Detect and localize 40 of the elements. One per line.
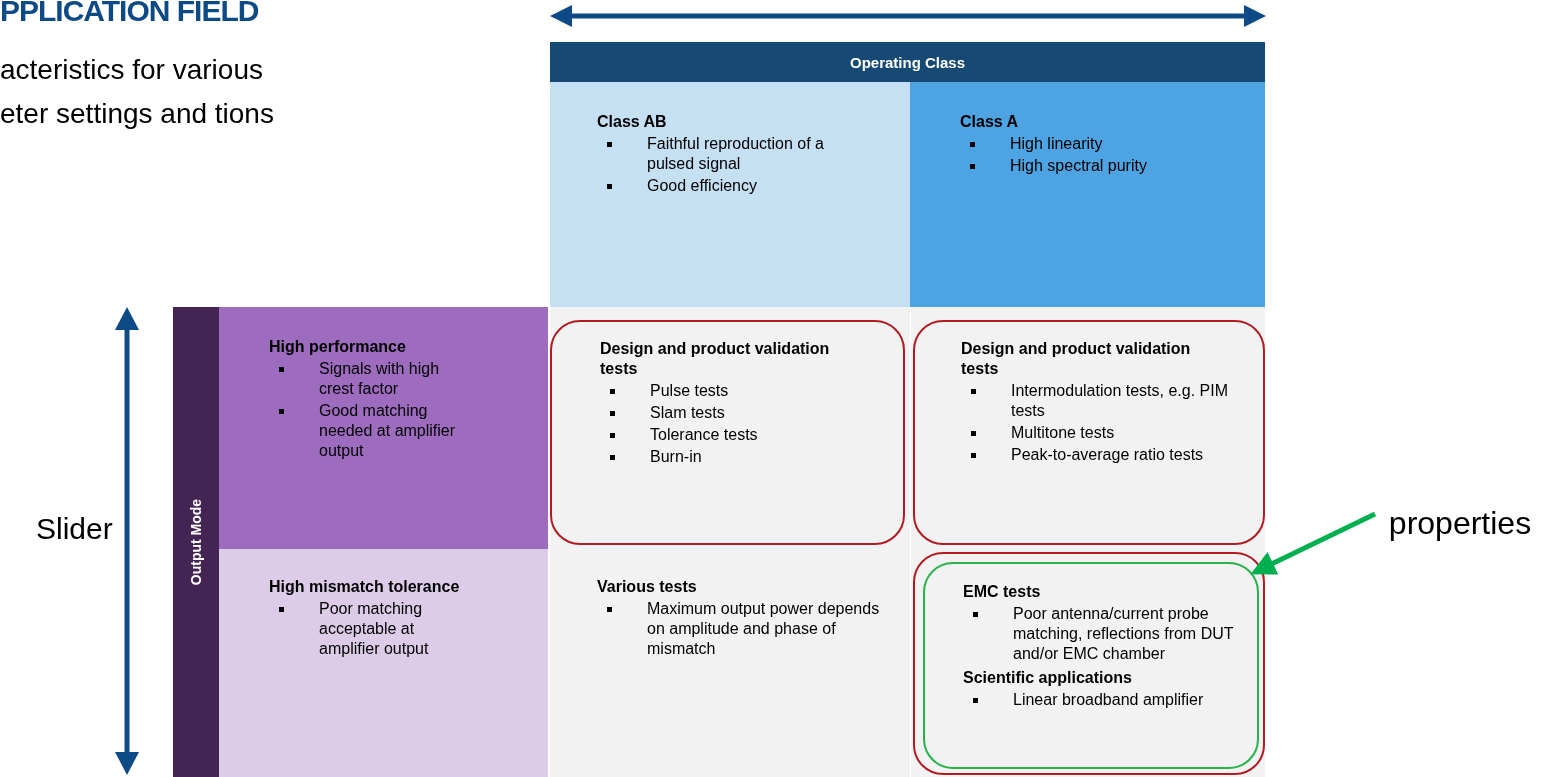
bullet-item: Signals with high crest factor — [319, 359, 441, 399]
matrix-cell — [219, 307, 548, 549]
bullet-item: Good efficiency — [647, 176, 758, 196]
bullet-item: Poor antenna/current probe matching, reflections from DUT and/or EMC chamber — [1013, 604, 1235, 664]
matrix-cell — [550, 551, 910, 777]
bullet-item: Tolerance tests — [650, 425, 759, 445]
cell-heading: Design and product validation tests — [961, 339, 1191, 379]
cell-heading: Class AB — [597, 112, 668, 132]
bullet-item: Peak-to-average ratio tests — [1011, 445, 1205, 465]
cell-heading: EMC tests — [963, 582, 1042, 602]
bullet-item: Multitone tests — [1011, 423, 1116, 443]
page-title: PPLICATION FIELD — [0, 0, 259, 28]
bullet-item: Pulse tests — [650, 381, 730, 401]
bullet-item: High spectral purity — [1010, 156, 1148, 176]
rounded-box — [913, 320, 1265, 545]
header-bar: Operating Class — [550, 42, 1265, 82]
cell-heading: High mismatch tolerance — [269, 577, 461, 597]
matrix-cell — [910, 82, 1265, 307]
bullet-item: Poor matching acceptable at amplifier output — [319, 599, 430, 659]
cell-heading: Various tests — [597, 577, 698, 597]
cell-heading: Scientific applications — [963, 668, 1133, 688]
bar-label: Output Mode — [188, 498, 204, 586]
axis-label: Slider — [36, 512, 113, 546]
bullet-item: Good matching needed at amplifier output — [319, 401, 457, 461]
cell-heading: High performance — [269, 337, 407, 357]
bullet-item: Burn-in — [650, 447, 703, 467]
bullet-item: Linear broadband amplifier — [1013, 690, 1205, 710]
bullet-item: High linearity — [1010, 134, 1104, 154]
bullet-item: Maximum output power depends on amplitude and phase of mismatch — [647, 599, 880, 659]
matrix-cell — [219, 549, 548, 777]
cell-heading: Design and product validation tests — [600, 339, 830, 379]
bullet-item: Faithful reproduction of a pulsed signal — [647, 134, 825, 174]
bullet-item: Intermodulation tests, e.g. PIM tests — [1011, 381, 1229, 421]
bullet-item: Slam tests — [650, 403, 726, 423]
callout-text: properties — [1388, 504, 1532, 542]
matrix-cell — [550, 82, 910, 307]
arrow — [1250, 511, 1377, 575]
side-bar — [173, 307, 219, 777]
cell-heading: Class A — [960, 112, 1020, 132]
description-text: acteristics for various eter settings and tions — [0, 53, 275, 131]
